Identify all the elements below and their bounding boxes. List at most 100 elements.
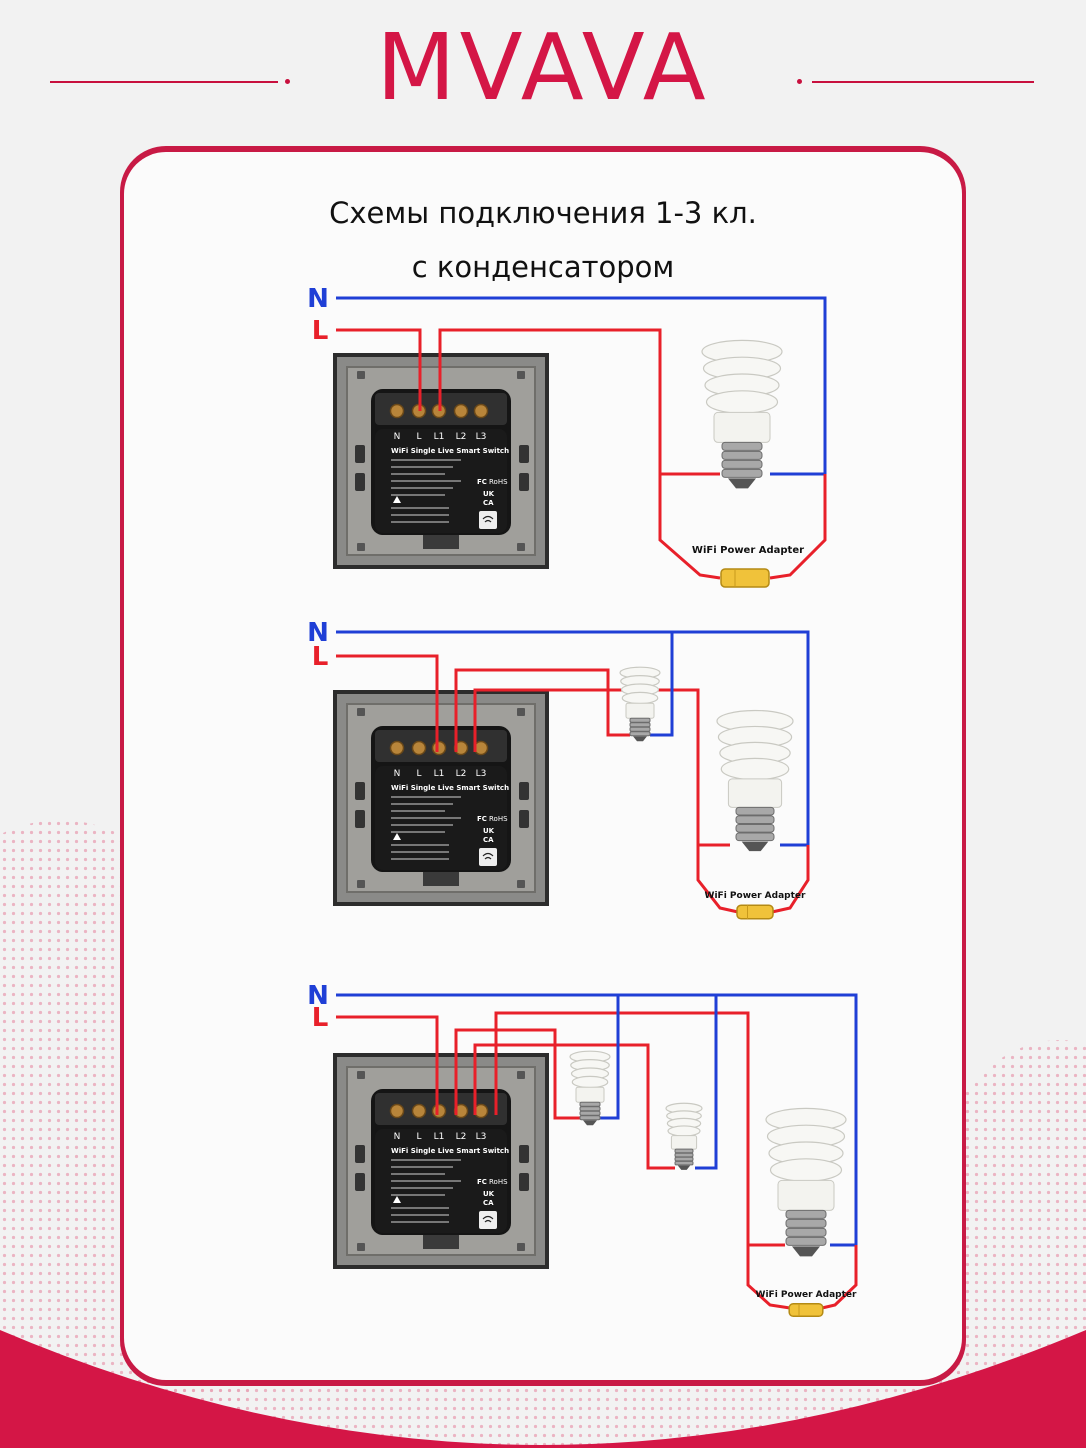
bulb-ballast [625,702,655,719]
brand-dot-left [285,79,290,84]
terminal-label-l2: L2 [456,432,467,442]
bottom-clip [423,535,459,549]
adapter-label: WiFi Power Adapter [692,545,804,556]
switched-wire-l1 [454,1028,580,1120]
switch-unit [333,690,549,906]
mount-clip [519,810,529,828]
rohs-mark: RoHS [489,815,508,823]
cfl-bulb-icon [619,666,661,742]
rohs-mark: RoHS [489,1178,508,1186]
terminal-screw [453,403,469,419]
screw-hole [517,1071,525,1079]
cfl-bulb-icon [665,1102,703,1170]
screw-hole [357,880,365,888]
neutral-wire [336,630,810,847]
bulb-ballast [670,1135,698,1150]
terminal-label-l2: L2 [456,1132,467,1142]
module-name: WiFi Single Live Smart Switch [391,1147,509,1155]
brand-dot-right [797,79,802,84]
wifi-icon [482,1215,494,1223]
cfl-bulb-icon [765,1107,847,1257]
neutral-branch [600,995,620,1120]
mount-clip [355,445,365,463]
rohs-mark: RoHS [489,478,508,486]
fine-print [391,851,449,853]
mount-clip [519,473,529,491]
fc-mark: FC [477,478,487,486]
live-label: L [312,642,329,672]
bulb-thread [785,1209,827,1219]
bulb-tip [633,736,647,742]
bulb-thread [721,459,763,469]
fine-print [391,1173,445,1175]
switched-wire-l1 [438,328,720,476]
bulb-thread [629,717,651,723]
brand-rule-left [50,81,278,83]
terminal-label-l: L [416,1132,421,1142]
fine-print [391,858,449,860]
bulb-thread [579,1115,601,1121]
bulb-thread [629,731,651,737]
switch-unit [333,1053,549,1269]
fine-print [391,1214,449,1216]
screw-hole [357,1071,365,1079]
page-title-line2: с конденсатором [411,250,675,284]
wifi-icon [482,852,494,860]
mount-clip [355,782,365,800]
fc-mark: FC [477,815,487,823]
bulb-thread [674,1156,694,1162]
terminal-screw [389,740,405,756]
bulb-thread [785,1218,827,1228]
bulb-thread [579,1101,601,1107]
bulb-ballast [727,778,783,808]
bulb-tip [728,478,756,489]
bulb-thread [629,722,651,728]
screw-hole [357,708,365,716]
fine-print [391,466,453,468]
fine-print [391,514,449,516]
mount-clip [519,1145,529,1163]
bulb-thread [629,726,651,732]
terminal-label-l1: L1 [434,432,445,442]
fine-print [391,817,461,819]
neutral-label: N [307,284,329,314]
live-wire [336,654,439,752]
fine-print [391,824,453,826]
bulb-thread [674,1160,694,1166]
bulb-ballast [713,411,771,443]
screw-hole [517,880,525,888]
bulb-ballast [777,1179,835,1211]
page-title-line1: Схемы подключения 1-3 кл. [329,196,757,230]
ca-mark: CA [483,499,494,507]
adapter-label: WiFi Power Adapter [705,891,806,901]
terminal-screw [473,403,489,419]
neutral-label: N [307,981,329,1011]
bulb-coil [769,1158,843,1182]
bulb-coil [667,1125,701,1137]
screw-hole [357,1243,365,1251]
switched-wire-l3 [494,1011,785,1247]
fine-print [391,1166,453,1168]
terminal-label-l: L [416,769,421,779]
fine-print [391,507,449,509]
bulb-thread [721,441,763,451]
bottom-clip [423,872,459,886]
bulb-thread [735,815,775,825]
cfl-bulb-icon [701,339,783,489]
terminal-screw [389,403,405,419]
adapter-wire [696,845,739,914]
terminal-label-l1: L1 [434,769,445,779]
cfl-bulb-icon [716,709,794,852]
mount-clip [519,1173,529,1191]
adapter-wire [771,845,810,914]
bulb-thread [721,468,763,478]
module-name: WiFi Single Live Smart Switch [391,447,509,455]
terminal-label-l: L [416,432,421,442]
warning-icon [393,1196,401,1203]
adapter-wire [658,474,721,580]
terminal-label-l3: L3 [476,432,487,442]
terminal-screw [411,740,427,756]
fine-print [391,1180,461,1182]
live-label: L [312,1003,329,1033]
fine-print [391,521,449,523]
